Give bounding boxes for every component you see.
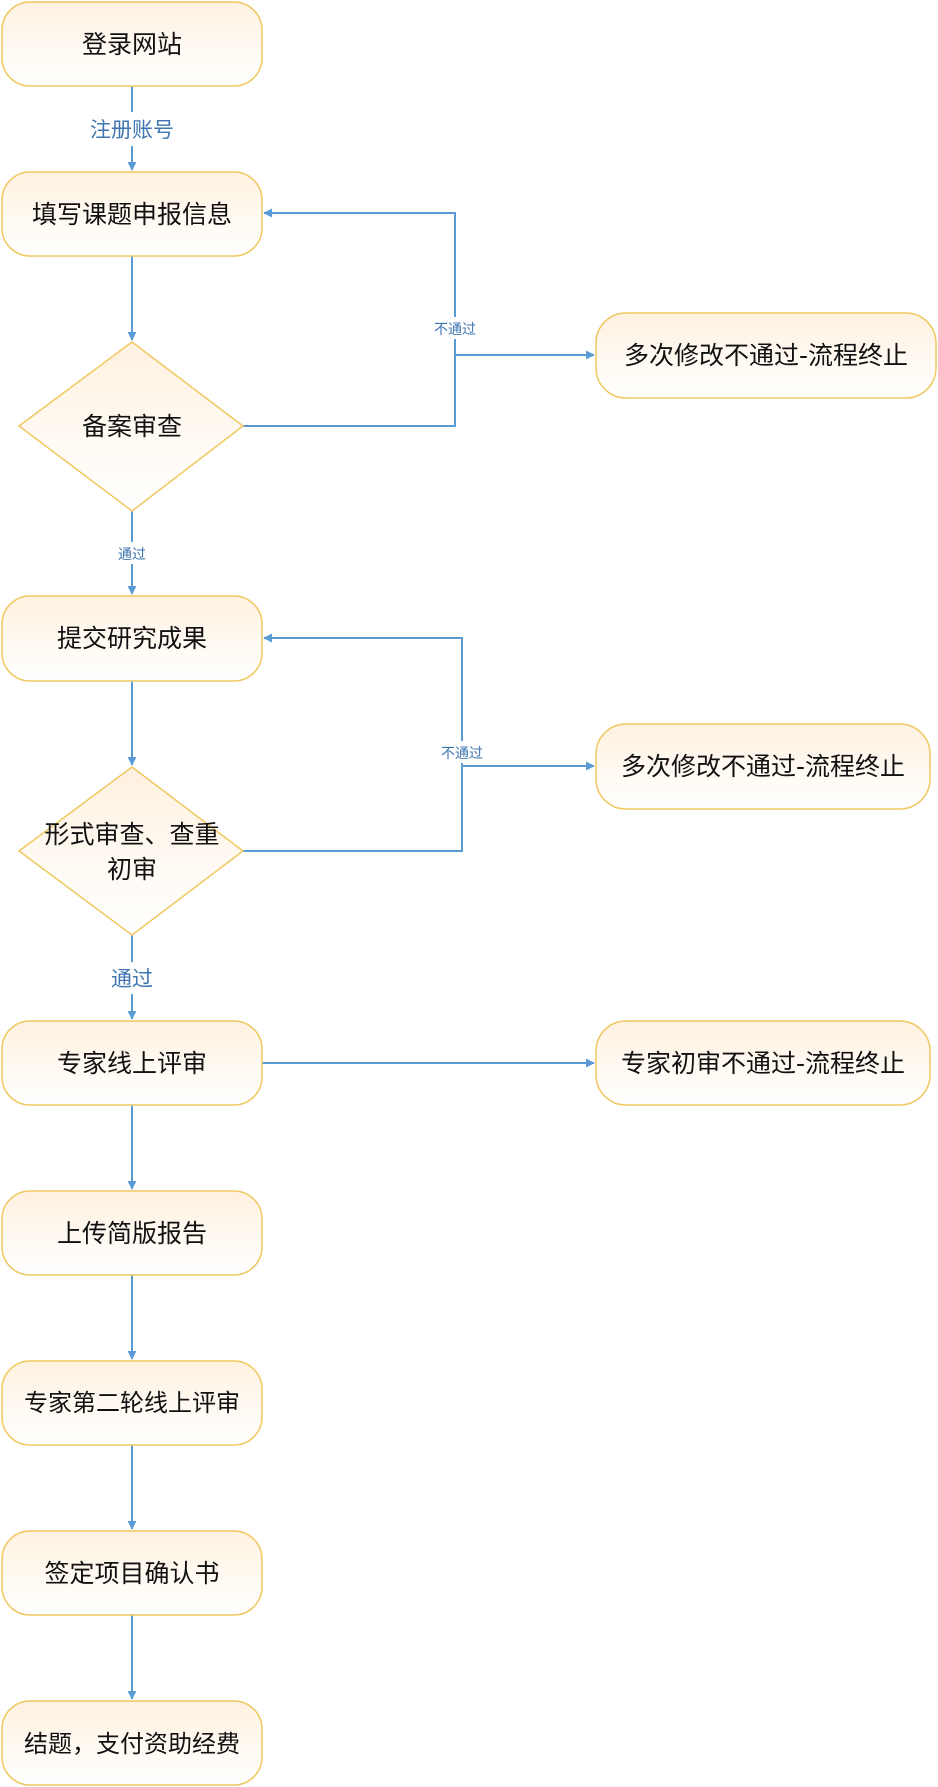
node-formal-review: 形式审查、查重 初审 [17,766,245,936]
edge-label-pass-2: 通过 [111,967,153,991]
node-terminate-3: 专家初审不通过-流程终止 [595,1020,931,1106]
node-sign-confirmation-label: 签定项目确认书 [44,1559,219,1588]
node-fill-info: 填写课题申报信息 [1,171,263,257]
edge-record-review-fail-loop [243,208,456,427]
edge-formal-review-fail-loop [243,633,463,852]
edge-label-fail-1: 不通过 [434,322,476,338]
node-expert-review-2-label: 专家第二轮线上评审 [24,1389,240,1417]
node-upload-report: 上传简版报告 [1,1190,263,1276]
edge-label-fail-2-bg [432,741,492,763]
node-expert-review-label: 专家线上评审 [57,1049,207,1078]
node-formal-review-label-1: 形式审查、查重 [44,820,219,849]
node-terminate-3-label: 专家初审不通过-流程终止 [621,1049,905,1078]
edge-label-register: 注册账号 [90,118,174,142]
node-fill-info-label: 填写课题申报信息 [32,200,232,229]
node-conclusion: 结题，支付资助经费 [1,1700,263,1786]
edge-label-fail-1-bg [425,317,485,339]
node-sign-confirmation: 签定项目确认书 [1,1530,263,1616]
node-login: 登录网站 [1,1,263,87]
node-login-label: 登录网站 [82,30,182,59]
edge-label-register-bg [78,112,186,146]
edge-label-pass-2-bg [100,962,164,994]
node-conclusion-label: 结题，支付资助经费 [24,1730,240,1758]
edge-label-pass-1: 通过 [118,547,146,563]
node-record-review-label: 备案审查 [82,412,182,441]
node-terminate-1: 多次修改不通过-流程终止 [595,312,937,399]
node-upload-report-label: 上传简版报告 [57,1219,207,1248]
edges [127,86,595,1700]
node-terminate-1-label: 多次修改不通过-流程终止 [624,341,908,370]
node-record-review: 备案审查 [17,341,245,512]
node-expert-review: 专家线上评审 [1,1020,263,1106]
node-expert-review-2: 专家第二轮线上评审 [1,1360,263,1446]
edge-label-pass-1-bg [108,542,156,564]
node-terminate-2: 多次修改不通过-流程终止 [595,723,931,810]
node-submit-results-label: 提交研究成果 [57,624,207,653]
node-submit-results: 提交研究成果 [1,595,263,682]
edge-label-fail-2: 不通过 [441,746,483,762]
node-formal-review-label-2: 初审 [107,855,157,884]
node-terminate-2-label: 多次修改不通过-流程终止 [621,752,905,781]
edge-labels: 注册账号 不通过 通过 不通过 通过 [78,112,492,994]
